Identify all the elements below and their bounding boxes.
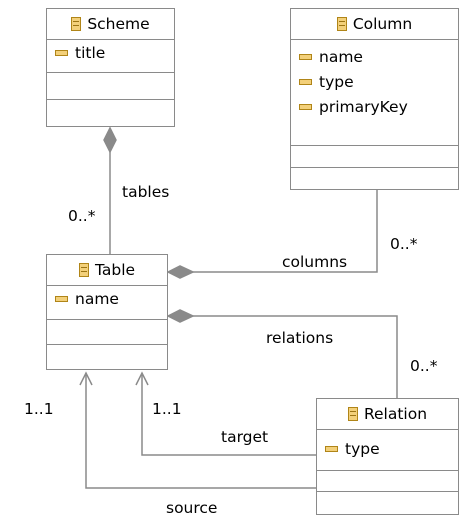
class-icon: [78, 263, 89, 277]
label-source: source: [166, 499, 218, 517]
composition-diamond-relations: [166, 309, 195, 323]
attribute-icon: [299, 103, 312, 110]
multiplicity-source: 1..1: [24, 400, 54, 418]
class-table-name: Table: [94, 261, 136, 279]
label-relations: relations: [266, 329, 334, 347]
class-relation-name: Relation: [363, 405, 428, 423]
class-table[interactable]: Table name: [46, 254, 168, 370]
class-table-attributes: name: [47, 286, 167, 320]
edge-target: [141, 375, 316, 456]
class-table-header: Table: [47, 255, 167, 286]
arrowhead-source: [79, 371, 93, 386]
class-scheme[interactable]: Scheme title: [46, 8, 175, 127]
attribute-row: type: [291, 69, 458, 94]
multiplicity-columns: 0..*: [390, 235, 418, 253]
attribute-label: name: [75, 289, 119, 308]
attribute-icon: [55, 295, 68, 302]
attribute-icon: [299, 78, 312, 85]
attribute-label: type: [345, 440, 380, 458]
class-column-header: Column: [291, 9, 458, 40]
class-column-attributes: name type primaryKey: [291, 40, 458, 146]
edge-source: [85, 375, 316, 489]
class-column-name: Column: [352, 15, 413, 33]
multiplicity-relations: 0..*: [410, 357, 438, 375]
class-relation-compartment: [317, 492, 458, 517]
attribute-row: primaryKey: [291, 94, 458, 119]
class-column-operations: [291, 146, 458, 168]
multiplicity-tables: 0..*: [68, 207, 96, 225]
label-columns: columns: [282, 253, 348, 271]
class-relation[interactable]: Relation type: [316, 398, 459, 515]
edge-columns: [193, 190, 378, 273]
attribute-row: name: [291, 44, 458, 69]
class-icon: [336, 17, 347, 31]
multiplicity-target: 1..1: [152, 400, 182, 418]
class-table-compartment: [47, 345, 167, 372]
class-column-compartment: [291, 168, 458, 190]
attribute-row: type: [317, 430, 458, 468]
composition-diamond-columns: [166, 265, 195, 279]
attribute-icon: [325, 446, 338, 452]
class-column[interactable]: Column name type primaryKey: [290, 8, 459, 190]
class-icon: [347, 407, 358, 421]
attribute-icon: [55, 49, 68, 56]
class-scheme-name: Scheme: [87, 15, 150, 33]
class-scheme-operations: [47, 73, 174, 100]
label-tables: tables: [122, 183, 170, 201]
class-scheme-compartment: [47, 100, 174, 129]
class-icon: [71, 17, 82, 31]
composition-diamond-tables: [103, 126, 117, 154]
attribute-label: title: [75, 43, 106, 62]
attribute-row: name: [47, 286, 167, 311]
attribute-row: title: [47, 40, 174, 65]
class-relation-operations: [317, 471, 458, 492]
attribute-label: name: [319, 47, 363, 66]
class-relation-header: Relation: [317, 399, 458, 430]
edge-relations: [193, 315, 398, 398]
class-scheme-attributes: title: [47, 40, 174, 73]
attribute-label: primaryKey: [319, 97, 408, 116]
label-target: target: [221, 428, 269, 446]
class-table-operations: [47, 320, 167, 345]
attribute-icon: [299, 53, 312, 60]
class-relation-attributes: type: [317, 430, 458, 471]
class-scheme-header: Scheme: [47, 9, 174, 40]
attribute-label: type: [319, 72, 354, 91]
arrowhead-target: [135, 371, 149, 386]
